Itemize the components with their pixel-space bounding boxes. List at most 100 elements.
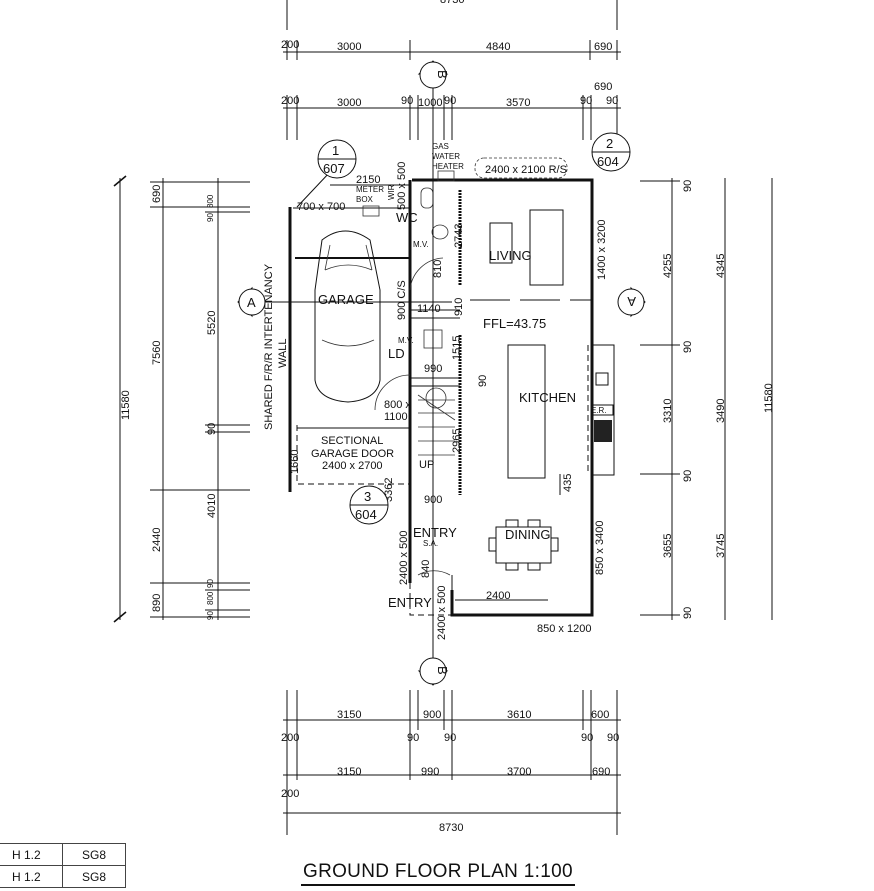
svg-text:S.A.: S.A. <box>423 539 438 548</box>
dim-text: 7560 <box>151 341 163 365</box>
table-row: H 1.2 SG8 <box>0 865 126 888</box>
dim-text: 90 <box>401 95 413 107</box>
dim-text: 3150 <box>337 709 361 721</box>
dim-text: 90 <box>607 732 619 744</box>
dim-text: 3700 <box>507 766 531 778</box>
svg-text:M.V.: M.V. <box>413 240 429 249</box>
dim-text: 690 <box>151 185 163 203</box>
svg-text:WALL: WALL <box>277 338 289 368</box>
dim-text: 3150 <box>337 766 361 778</box>
svg-text:WIR: WIR <box>387 184 396 200</box>
svg-text:500 x 500: 500 x 500 <box>396 162 408 210</box>
dim-text: 3000 <box>337 97 361 109</box>
dim-text: 690 <box>592 766 610 778</box>
room-label-garage: GARAGE <box>318 292 374 307</box>
dim-text: 3745 <box>715 534 727 558</box>
dim-text: 90 <box>206 213 215 222</box>
dim-text: 11580 <box>763 383 775 413</box>
svg-text:BOX: BOX <box>356 195 374 204</box>
svg-text:2400 x 500: 2400 x 500 <box>398 531 410 585</box>
table-row: H 1.2 SG8 <box>0 843 126 866</box>
dim-text: 4840 <box>486 41 510 53</box>
dim-text: 200 <box>281 732 299 744</box>
dim-text: 690 <box>594 41 612 53</box>
dim-text: 1000 <box>418 97 442 109</box>
svg-text:METER: METER <box>356 185 384 194</box>
svg-text:M.V.: M.V. <box>398 336 414 345</box>
top-dimension-row-1: 200 3000 4840 690 690 <box>281 39 621 93</box>
dim-text: 3655 <box>662 534 674 558</box>
bottom-dimensions: 3150 900 3610 600 200 90 90 90 90 3150 9… <box>281 690 621 835</box>
svg-text:2400 x 2100 R/S: 2400 x 2100 R/S <box>485 164 567 176</box>
dim-text: 3310 <box>662 399 674 423</box>
dim-text: 600 <box>591 709 609 721</box>
svg-text:2400 x 2700: 2400 x 2700 <box>322 460 383 472</box>
dim-text: 90 <box>682 180 694 192</box>
svg-text:1400 x 3200: 1400 x 3200 <box>596 219 608 280</box>
room-label-entry: ENTRY <box>413 525 457 540</box>
section-marker-b-top: B <box>417 60 450 89</box>
svg-text:850 x 1200: 850 x 1200 <box>537 623 591 635</box>
interior-dimensions: 2150 2743 810 1140 910 1515 990 90 2965 … <box>289 174 574 602</box>
svg-text:435: 435 <box>562 474 574 492</box>
svg-text:B: B <box>435 70 450 79</box>
dim-text: 800 <box>206 591 215 605</box>
svg-text:910: 910 <box>453 298 465 316</box>
dim-text: 90 <box>580 95 592 107</box>
dim-text: 200 <box>281 788 299 800</box>
top-dimension-row-2: 200 3000 90 1000 90 3570 90 90 <box>281 95 621 140</box>
svg-text:GAS: GAS <box>432 142 449 151</box>
svg-text:GARAGE DOOR: GARAGE DOOR <box>311 448 394 460</box>
legend-table: H 1.2 SG8 H 1.2 SG8 <box>0 843 126 888</box>
svg-text:990: 990 <box>424 363 442 375</box>
table-cell: SG8 <box>62 843 126 866</box>
dim-text: 90 <box>444 732 456 744</box>
room-label-wc: WC <box>396 210 418 225</box>
dim-text: 200 <box>281 39 299 51</box>
notes: GAS WATER HEATER METER BOX M.V. M.V. S.A… <box>263 142 608 640</box>
svg-text:604: 604 <box>355 507 377 522</box>
dim-text: 8730 <box>440 0 464 6</box>
svg-text:2: 2 <box>606 136 613 151</box>
dim-text: 11580 <box>120 390 132 420</box>
svg-text:1515: 1515 <box>451 336 463 360</box>
table-cell: H 1.2 <box>0 843 63 866</box>
top-overall-dimension: 8730 <box>286 0 618 30</box>
svg-text:2965: 2965 <box>451 429 463 453</box>
table-cell: SG8 <box>62 865 126 888</box>
section-marker-a-right: A <box>617 286 646 318</box>
dim-text: 90 <box>407 732 419 744</box>
detail-callout-3: 3 604 <box>349 485 389 525</box>
dim-text: 90 <box>682 470 694 482</box>
svg-text:2743: 2743 <box>453 224 465 248</box>
svg-text:1100: 1100 <box>384 411 408 423</box>
dim-text: 990 <box>421 766 439 778</box>
stair-up-label: UP <box>419 459 434 471</box>
dim-text: 2440 <box>151 528 163 552</box>
svg-text:90: 90 <box>477 375 489 387</box>
svg-text:A: A <box>627 294 636 309</box>
svg-text:850 x 3400: 850 x 3400 <box>594 521 606 575</box>
svg-text:800 x: 800 x <box>384 399 411 411</box>
dim-text: 3000 <box>337 41 361 53</box>
dim-text: 3610 <box>507 709 531 721</box>
dim-text: 90 <box>444 95 456 107</box>
dim-text: 200 <box>281 95 299 107</box>
dim-text: 900 <box>423 709 441 721</box>
svg-text:2400: 2400 <box>486 590 510 602</box>
svg-text:810: 810 <box>432 260 444 278</box>
dim-text: 690 <box>594 81 612 93</box>
section-marker-a-left: A <box>237 286 266 318</box>
dim-text: 3490 <box>715 399 727 423</box>
dim-text: 90 <box>682 341 694 353</box>
dim-text: 800 <box>206 194 215 208</box>
dim-text: 90 <box>581 732 593 744</box>
svg-text:607: 607 <box>323 161 345 176</box>
detail-callout-2: 2 604 <box>591 132 631 172</box>
room-label-dining: DINING <box>505 527 551 542</box>
drawing-title: GROUND FLOOR PLAN 1:100 <box>301 860 575 886</box>
svg-text:WATER: WATER <box>432 152 460 161</box>
floor-level-label: FFL=43.75 <box>483 316 546 331</box>
svg-text:2150: 2150 <box>356 174 380 186</box>
dim-text: 90 <box>606 95 618 107</box>
